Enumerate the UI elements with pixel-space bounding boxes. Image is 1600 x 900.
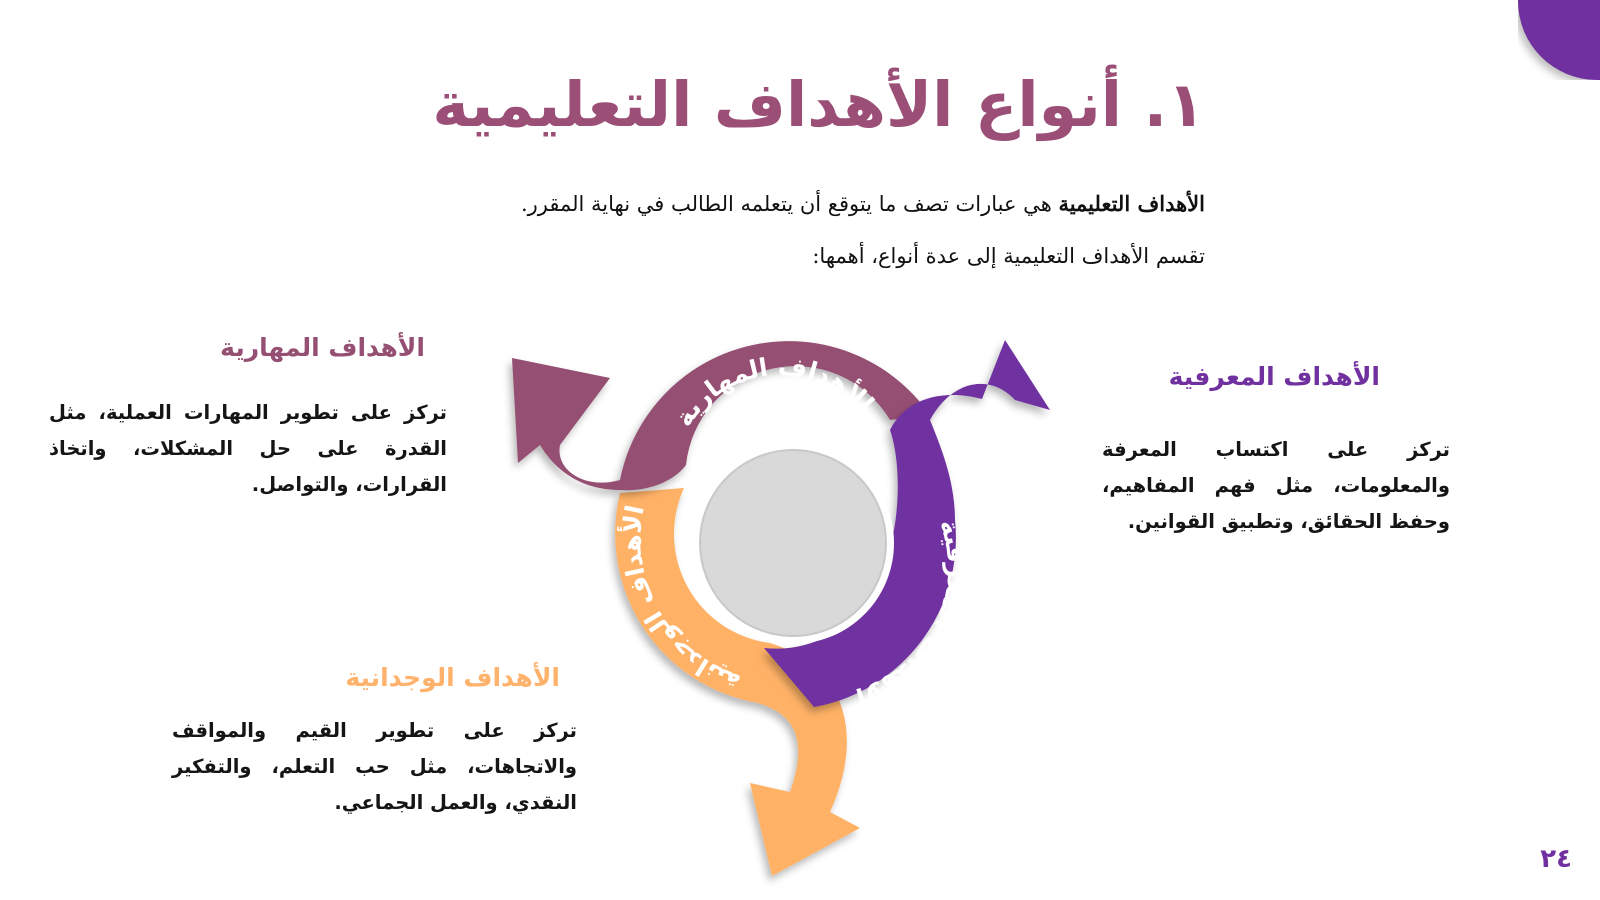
center-circle: [699, 449, 887, 637]
skill-description: تركز على تطوير المهارات العملية، مثل الق…: [49, 401, 447, 496]
intro-text: الأهداف التعليمية هي عبارات تصف ما يتوقع…: [305, 186, 1205, 290]
page-number: ٢٤: [1540, 844, 1572, 874]
affective-arrow: [615, 488, 860, 876]
skill-heading: الأهداف المهارية: [220, 333, 425, 362]
slide-title: ١. أنواع الأهداف التعليمية: [432, 68, 1205, 141]
affective-description: تركز على تطوير القيم والمواقف والاتجاهات…: [172, 719, 577, 814]
affective-heading: الأهداف الوجدانية: [345, 663, 560, 692]
cognitive-heading: الأهداف المعرفية: [1168, 362, 1380, 391]
corner-decoration: [1518, 0, 1600, 80]
subtitle-paragraph: تقسم الأهداف التعليمية إلى عدة أنواع، أه…: [812, 244, 1205, 268]
cognitive-description: تركز على اكتساب المعرفة والمعلومات، مثل …: [1102, 438, 1450, 533]
definition-rest: هي عبارات تصف ما يتوقع أن يتعلمه الطالب …: [520, 192, 1059, 216]
skill-arrow: [512, 341, 930, 491]
definition-term: الأهداف التعليمية: [1058, 191, 1205, 216]
definition-paragraph: الأهداف التعليمية هي عبارات تصف ما يتوقع…: [305, 186, 1205, 222]
cognitive-arrow: [764, 340, 1050, 707]
